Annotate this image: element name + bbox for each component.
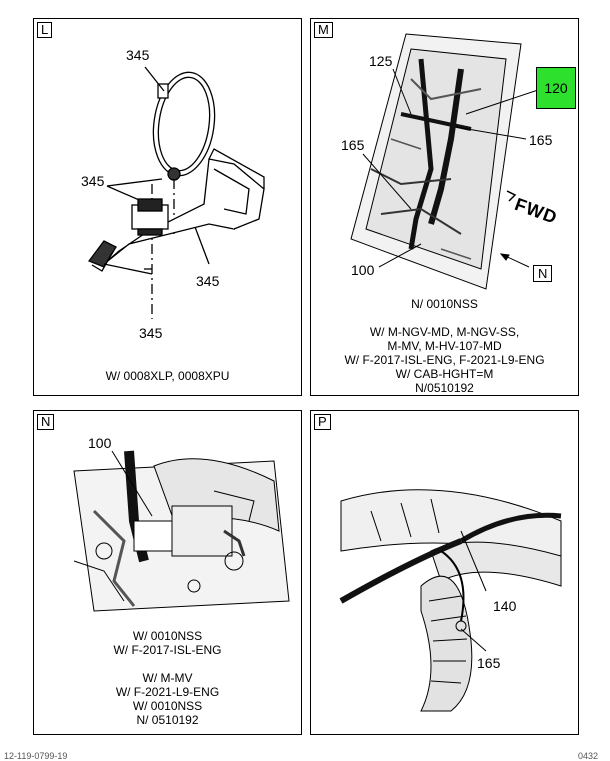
callout-345-left: 345 [81, 173, 105, 189]
caption-line: W/ M-NGV-MD, M-NGV-SS, [369, 325, 520, 339]
caption-line: W/ 0008XLP, 0008XPU [105, 369, 230, 383]
panel-caption: W/ 0008XLP, 0008XPU [34, 369, 301, 383]
caption-line: W/ M-MV [142, 671, 193, 685]
view-reference-n: N [533, 265, 553, 282]
callout-345-right: 345 [196, 273, 220, 289]
caption-line [311, 311, 578, 325]
caption-line: N/0510192 [415, 381, 474, 395]
clamp-exploded-illustration [87, 66, 265, 319]
callout-125: 125 [369, 53, 393, 69]
panel-p: P 140 165 [310, 410, 579, 735]
panel-m: M 125 120 165 165 FWD 100 [310, 18, 579, 396]
caption-line: M-MV, M-HV-107-MD [387, 339, 502, 353]
callout-345-bottom: 345 [139, 325, 163, 341]
caption-line [34, 657, 301, 671]
callout-100: 100 [88, 435, 112, 451]
callout-345-top: 345 [126, 47, 150, 63]
caption-line: W/ F-2021-L9-ENG [115, 685, 220, 699]
panel-n: N 100 W/ 0010NSS W/ F-2017-ISL-ENG W/ M-… [33, 410, 302, 735]
caption-line: N/ 0510192 [136, 713, 199, 727]
hose-clamp-illustration [339, 489, 562, 712]
panel-tag: N [37, 414, 55, 430]
caption-line: W/ 0010NSS [132, 629, 203, 643]
callout-165-right: 165 [529, 132, 553, 148]
panel-tag: L [37, 22, 53, 38]
caption-line: W/ 0010NSS [132, 699, 203, 713]
footer-document-id: 12-119-0799-19 [4, 751, 68, 761]
callout-165: 165 [477, 655, 501, 671]
engine-harness-illustration [350, 33, 542, 290]
panel-caption: W/ 0010NSS W/ F-2017-ISL-ENG W/ M-MV W/ … [34, 629, 301, 727]
panel-l: L [33, 18, 302, 396]
panel-caption: N/ 0010NSS W/ M-NGV-MD, M-NGV-SS, M-MV, … [311, 297, 578, 395]
panel-tag: P [314, 414, 331, 430]
callout-120-highlight: 120 [536, 67, 576, 109]
callout-140: 140 [493, 598, 517, 614]
callout-100: 100 [351, 262, 375, 278]
footer-page-number: 0432 [578, 751, 599, 761]
caption-line: N/ 0010NSS [411, 297, 478, 311]
panel-tag: M [314, 22, 333, 38]
callout-165-left: 165 [341, 137, 365, 153]
caption-line: W/ CAB-HGHT=M [395, 367, 494, 381]
connector-detail-illustration [73, 450, 290, 612]
caption-line: W/ F-2017-ISL-ENG [113, 643, 222, 657]
caption-line: W/ F-2017-ISL-ENG, F-2021-L9-ENG [344, 353, 545, 367]
